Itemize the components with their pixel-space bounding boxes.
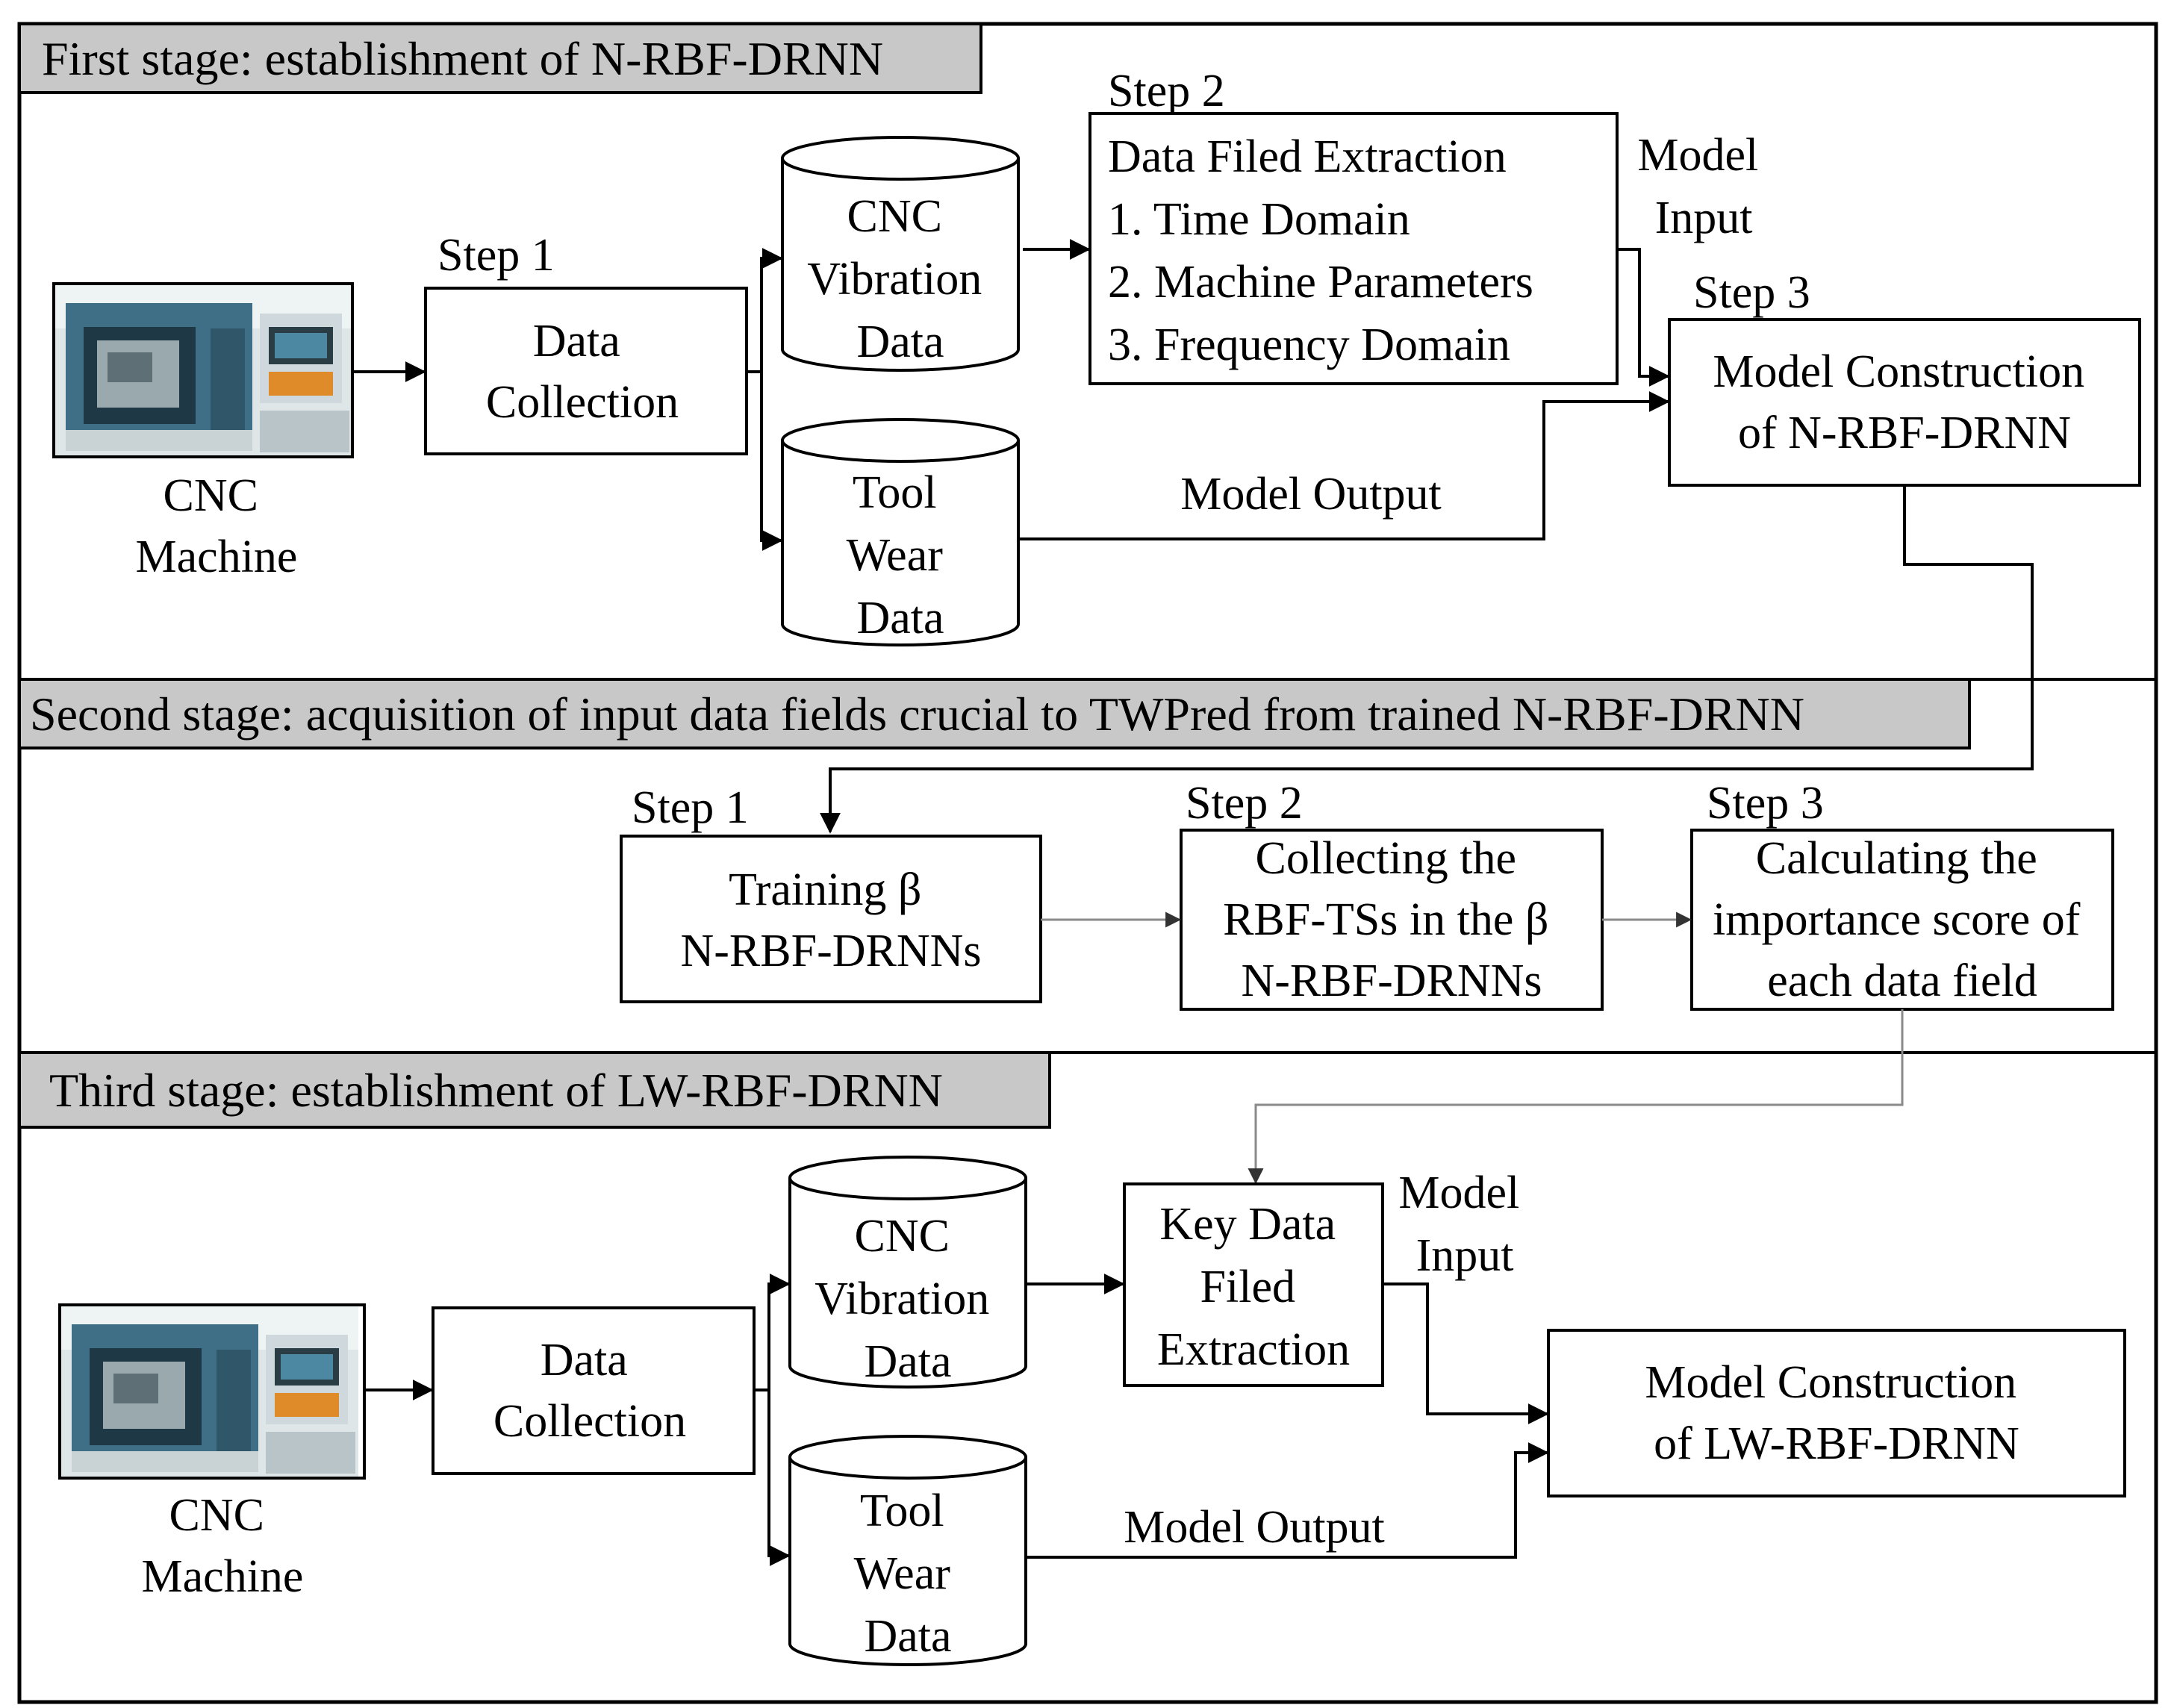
stage1-step1-label: Step 1	[437, 230, 555, 281]
machine-label-1: CNC Machine	[136, 470, 298, 582]
training-box	[620, 835, 1042, 1003]
arrow-extraction-to-model	[1617, 248, 1670, 387]
collecting-box	[1180, 829, 1604, 1011]
arrow-to-vibration-2	[767, 1274, 791, 1390]
stage-3-header: Third stage: establishment of LW-RBF-DRN…	[49, 1064, 943, 1117]
key-extraction-box	[1123, 1182, 1384, 1387]
cnc-vibration-data-cylinder-1	[781, 136, 1020, 372]
stage1-step3-label: Step 3	[1693, 267, 1810, 318]
model-construction-box-2	[1547, 1329, 2126, 1497]
data-extraction-lines: Data Filed Extraction 1. Time Domain 2. …	[1108, 131, 1545, 370]
importance-box	[1690, 829, 2114, 1011]
tool-wear-data-cylinder-1	[781, 418, 1020, 646]
arrow-to-vibration-1	[760, 248, 783, 372]
arrow-toolwear-to-model	[1018, 391, 1670, 540]
data-collection-box-2	[432, 1306, 756, 1475]
collecting-label: Collecting the RBF-TSs in the β N-RBF-DR…	[1223, 833, 1560, 1006]
tool-wear-label-1: Tool Wear Data	[847, 467, 955, 643]
tool-wear-label-2: Tool Wear Data	[854, 1486, 962, 1662]
arrow-toolwear-to-model-2	[1026, 1442, 1549, 1559]
data-collection-label-1: Data Collection	[486, 316, 679, 428]
arrow-to-toolwear-2	[767, 1390, 791, 1566]
model-input-label-1: Model Input	[1637, 130, 1769, 243]
stage1-step2-label: Step 2	[1108, 66, 1225, 116]
model-construction-label-1: Model Construction of N-RBF-DRNN	[1713, 346, 2096, 458]
data-extraction-box	[1088, 112, 1619, 385]
stage-2-header-band	[18, 678, 1971, 749]
stage2-step3-label: Step 3	[1707, 778, 1824, 829]
model-output-label-1: Model Output	[1180, 469, 1442, 520]
data-collection-box-1	[424, 287, 748, 455]
model-output-label-2: Model Output	[1124, 1502, 1385, 1553]
cnc-vibration-label-1: CNC Vibration Data	[807, 191, 993, 367]
key-extraction-label: Key Data Filed Extraction	[1157, 1199, 1350, 1375]
cnc-machine-photo-1	[52, 282, 354, 458]
stage-3-header-band	[18, 1051, 1051, 1129]
training-label: Training β N-RBF-DRNNs	[680, 864, 981, 976]
data-collection-label-2: Data Collection	[493, 1335, 686, 1447]
arrow-importance-to-stage3	[1248, 1009, 1904, 1185]
machine-label-2: CNC Machine	[142, 1490, 304, 1602]
stage-1-header-band	[18, 22, 982, 94]
importance-label: Calculating the importance score of each…	[1713, 833, 2092, 1006]
stage2-step1-label: Step 1	[632, 782, 749, 833]
model-construction-box-1	[1668, 318, 2141, 487]
stage-2-header: Second stage: acquisition of input data …	[30, 688, 1804, 741]
arrow-key-extraction-to-model	[1383, 1282, 1549, 1424]
stage-3: Third stage: establishment of LW-RBF-DRN…	[18, 1051, 2126, 1666]
diagram-frame	[17, 22, 2158, 1704]
cnc-machine-photo-2	[58, 1303, 366, 1480]
arrow-model-to-stage2	[820, 485, 2034, 834]
stage-2: Second stage: acquisition of input data …	[18, 678, 2114, 1185]
cnc-vibration-label-2: CNC Vibration Data	[815, 1211, 1000, 1387]
arrow-to-toolwear-1	[760, 372, 783, 551]
model-construction-label-2: Model Construction of LW-RBF-DRNN	[1645, 1357, 2028, 1469]
stage2-step2-label: Step 2	[1186, 778, 1303, 829]
stage-1-header: First stage: establishment of N-RBF-DRNN	[42, 32, 883, 85]
cnc-vibration-data-cylinder-2	[788, 1156, 1027, 1388]
stage-1: First stage: establishment of N-RBF-DRNN…	[18, 22, 2141, 834]
tool-wear-data-cylinder-2	[788, 1435, 1027, 1666]
model-input-label-2: Model Input	[1398, 1168, 1530, 1281]
